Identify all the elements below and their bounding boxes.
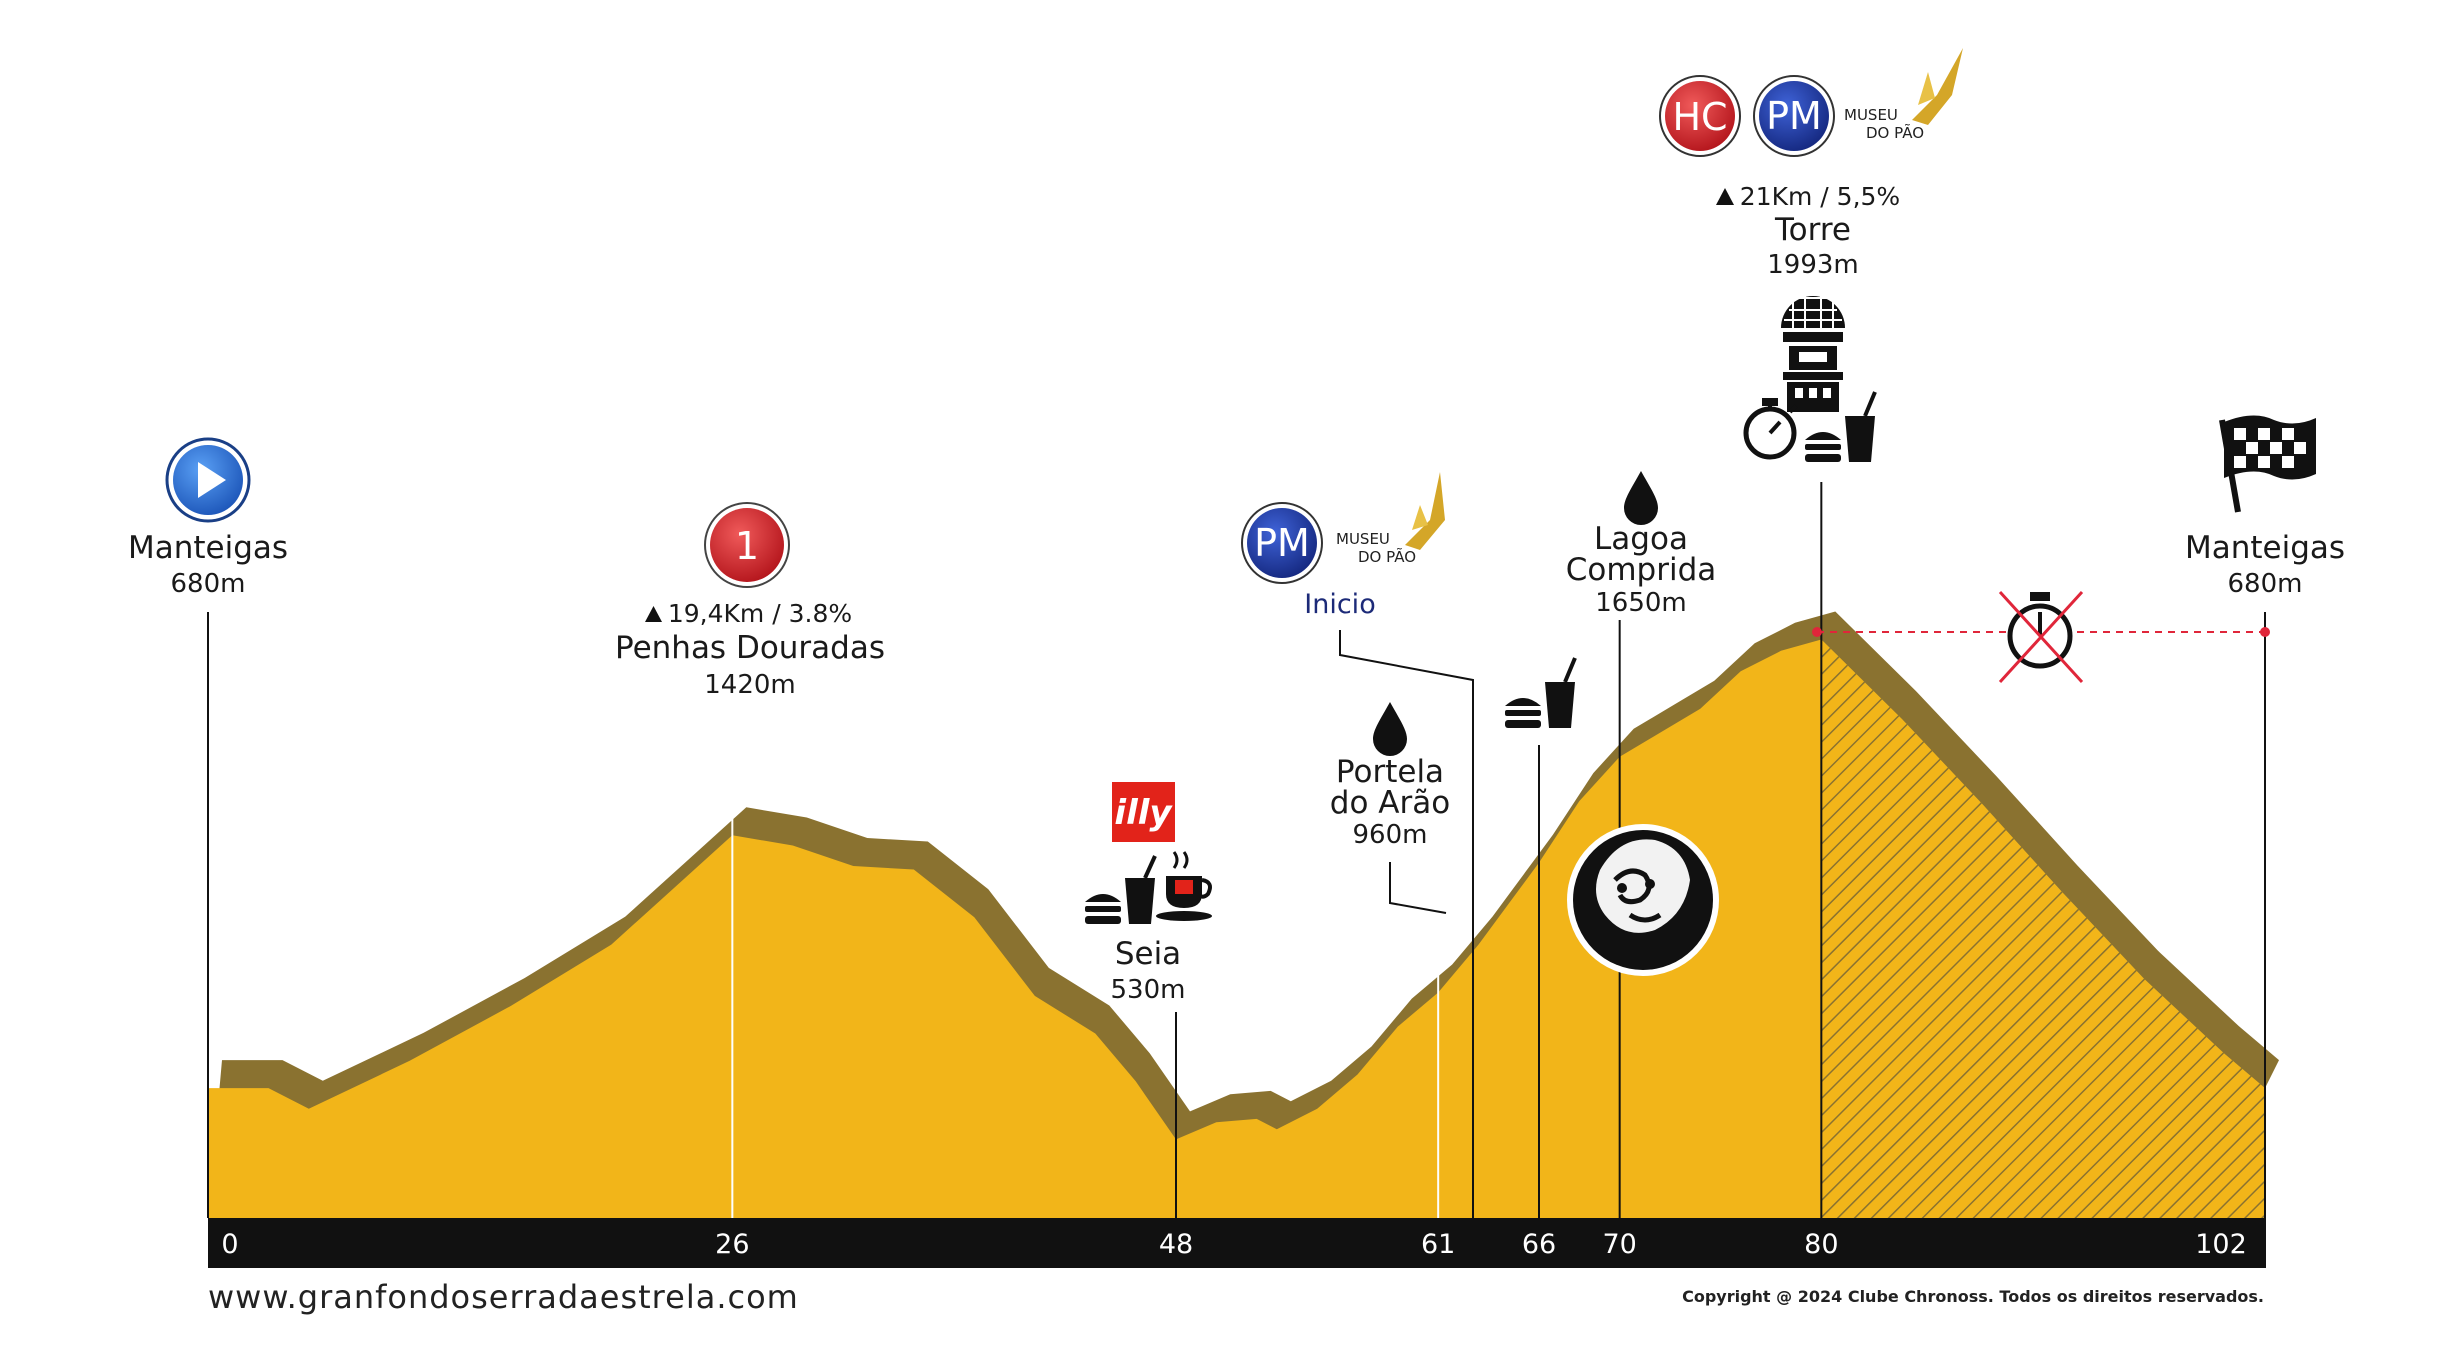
portela-leader-line <box>1389 862 1447 914</box>
torre-hc-text: HC <box>1672 95 1727 139</box>
penhas-climb-stats: 19,4Km / 3.8% <box>668 599 852 628</box>
torre-museu-line1: MUSEU <box>1844 106 1898 124</box>
untimed-segment-guide <box>1812 590 2270 684</box>
start-name: Manteigas <box>128 530 288 566</box>
torre-pm-text: PM <box>1766 94 1822 138</box>
portela-altitude: 960m <box>1353 820 1428 850</box>
distance-axis-bar <box>208 1218 2266 1268</box>
tick-label-80: 80 <box>1804 1229 1838 1260</box>
inicio-museu-line1: MUSEU <box>1336 530 1390 548</box>
illy-logo-icon: illy <box>1112 782 1175 842</box>
seia-altitude: 530m <box>1111 975 1186 1005</box>
burger-icon <box>1085 894 1121 924</box>
penhas-douradas-point: 1 19,4Km / 3.8% Penhas Douradas 1420m <box>615 502 885 700</box>
inicio-leader-line <box>1339 630 1474 1218</box>
portela-name-line1: Portela <box>1336 754 1444 790</box>
museu-do-pao-logo-icon: MUSEU DO PÃO <box>1336 472 1445 566</box>
pm-badge-icon: PM <box>1241 502 1323 584</box>
finish-flag-icon <box>2219 415 2316 513</box>
crossed-stopwatch-icon <box>1998 590 2084 684</box>
start-point: Manteigas 680m <box>128 437 288 599</box>
lagoa-name-line2: Comprida <box>1566 552 1717 588</box>
inicio-museu-line2: DO PÃO <box>1358 547 1416 566</box>
tick-label-70: 70 <box>1602 1229 1636 1260</box>
torre-altitude: 1993m <box>1767 250 1859 280</box>
elevation-profile-area <box>208 639 2265 1218</box>
portela-name-line2: do Arão <box>1330 785 1450 821</box>
pm-badge-icon: PM <box>1753 75 1835 157</box>
finish-name: Manteigas <box>2185 530 2345 566</box>
finish-altitude: 680m <box>2228 569 2303 599</box>
seia-name: Seia <box>1115 936 1181 972</box>
tick-label-48: 48 <box>1159 1229 1193 1260</box>
lagoa-altitude: 1650m <box>1595 588 1687 618</box>
observatory-tower-icon <box>1781 290 1845 412</box>
tick-label-66: 66 <box>1522 1229 1556 1260</box>
stopwatch-icon <box>1743 398 1798 460</box>
distance-tick-labels: 0 26 48 61 66 70 80 102 <box>221 1229 2246 1260</box>
descent-hatched-area <box>1821 639 2265 1218</box>
tick-label-26: 26 <box>715 1229 749 1260</box>
torre-point: HC PM MUSEU DO PÃO 21Km / 5,5% Torre 199… <box>1659 48 1963 462</box>
seia-point: illy Seia 530m <box>1085 782 1212 1005</box>
play-icon <box>165 437 251 523</box>
website-url[interactable]: www.granfondoserradaestrela.com <box>208 1278 799 1316</box>
penhas-name: Penhas Douradas <box>615 630 885 666</box>
portela-point: Portela do Arão 960m <box>1330 702 1450 914</box>
inicio-badge-text: PM <box>1254 521 1310 565</box>
climb-triangle-icon <box>1716 188 1734 205</box>
penhas-altitude: 1420m <box>704 670 796 700</box>
torre-climb-stats: 21Km / 5,5% <box>1740 182 1900 211</box>
finish-point: Manteigas 680m <box>2185 415 2345 599</box>
start-altitude: 680m <box>171 569 246 599</box>
inicio-point: PM MUSEU DO PÃO Inicio <box>1241 472 1474 1218</box>
inicio-label: Inicio <box>1304 589 1375 620</box>
museu-do-pao-logo-icon: MUSEU DO PÃO <box>1844 48 1963 142</box>
torre-museu-line2: DO PÃO <box>1866 123 1924 142</box>
hc-badge-icon: HC <box>1659 75 1741 157</box>
penhas-badge-number: 1 <box>735 524 759 568</box>
water-drop-icon <box>1373 702 1407 756</box>
tick-label-61: 61 <box>1421 1229 1455 1260</box>
burger-icon <box>1505 698 1541 728</box>
tick-label-102: 102 <box>2195 1229 2247 1260</box>
lagoa-name-line1: Lagoa <box>1594 521 1688 557</box>
drink-icon <box>1125 855 1157 924</box>
drink-icon <box>1845 391 1877 462</box>
feed-station-66 <box>1505 657 1577 728</box>
coffee-cup-icon <box>1156 851 1212 921</box>
water-drop-icon <box>1624 471 1658 525</box>
climb-triangle-icon <box>645 606 662 622</box>
burger-icon <box>1805 432 1841 462</box>
category-badge-icon: 1 <box>704 502 790 588</box>
torre-name: Torre <box>1774 212 1851 248</box>
copyright-notice: Copyright @ 2024 Clube Chronoss. Todos o… <box>1682 1287 2264 1306</box>
drink-icon <box>1545 657 1577 728</box>
illy-brand-text: illy <box>1114 793 1173 833</box>
tick-label-0: 0 <box>221 1229 238 1260</box>
portrait-medallion-icon <box>1567 824 1719 976</box>
lagoa-point: Lagoa Comprida 1650m <box>1566 471 1717 618</box>
